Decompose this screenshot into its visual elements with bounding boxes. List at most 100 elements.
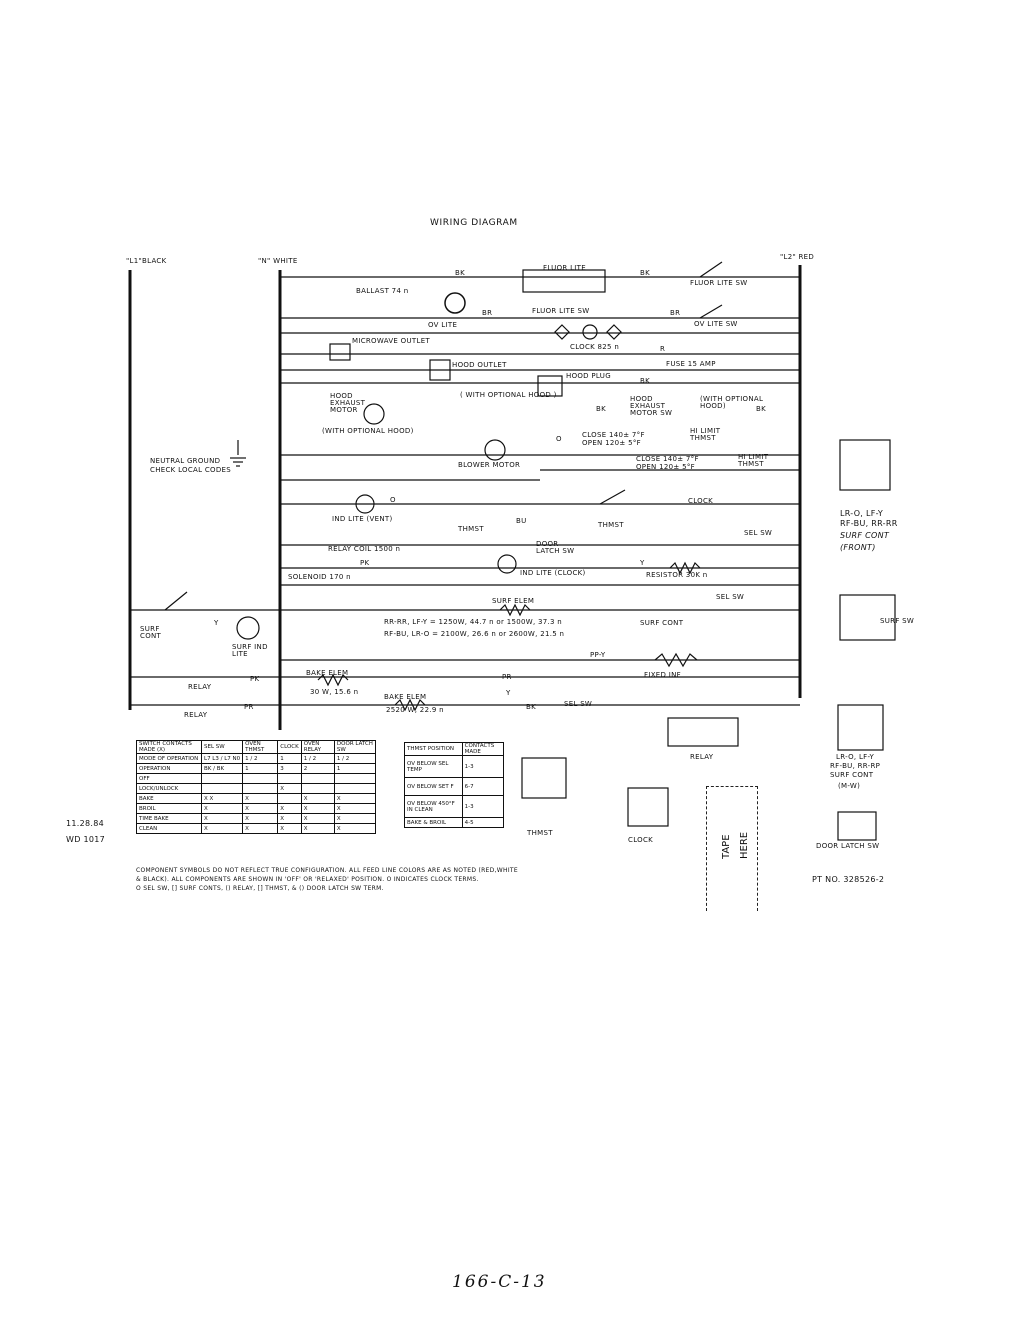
table-cell bbox=[300, 783, 335, 794]
handwritten-page-number: 166-C-13 bbox=[452, 1272, 547, 1292]
thmst-label: THMST bbox=[458, 525, 484, 533]
close-open-1-label: CLOSE 140± 7°F bbox=[582, 431, 645, 439]
surf-elem-label: SURF ELEM bbox=[492, 597, 535, 605]
wd-code-label: WD 1017 bbox=[66, 835, 106, 844]
sel-sw-3-label: SEL SW bbox=[564, 700, 593, 708]
surf-elem-zigzag bbox=[499, 603, 531, 617]
microwave-outlet-box bbox=[329, 343, 351, 361]
l2-rail-label: "L2" RED bbox=[780, 253, 815, 261]
table-header-row: SWITCH CONTACTS MADE (X) SEL SW OVEN THM… bbox=[136, 740, 377, 754]
wire-tag: PK bbox=[360, 559, 370, 567]
table-cell: BK / BK bbox=[200, 763, 244, 774]
wire-tag: PP-Y bbox=[590, 651, 606, 659]
fluor-lite-sw-label: FLUOR LITE SW bbox=[532, 307, 590, 315]
table-cell: BROIL bbox=[136, 803, 202, 814]
bake-elem-1-label: BAKE ELEM bbox=[306, 669, 349, 677]
table-cell: 2 bbox=[300, 763, 335, 774]
l1-rail-label: "L1"BLACK bbox=[126, 257, 167, 265]
ind-lite-clock-label: IND LITE (CLOCK) bbox=[520, 569, 586, 577]
table-cell: X bbox=[277, 783, 302, 794]
ind-lite-vent-symbol bbox=[355, 494, 375, 514]
close-open-1b-label: OPEN 120± 5°F bbox=[582, 439, 641, 447]
here-label: HERE bbox=[739, 831, 750, 859]
table-cell: X bbox=[277, 823, 302, 834]
hood-plug-box bbox=[537, 375, 563, 397]
table-cell bbox=[333, 783, 377, 794]
thmst-small-label: THMST bbox=[527, 829, 553, 837]
relay-detail bbox=[667, 717, 739, 747]
table-cell bbox=[242, 783, 279, 794]
table-cell: X bbox=[277, 803, 302, 814]
right-cont-d: (FRONT) bbox=[840, 543, 876, 552]
relay-1-label: RELAY bbox=[188, 683, 212, 691]
relay-small-label: RELAY bbox=[690, 753, 714, 761]
table-cell: LOCK/UNLOCK bbox=[136, 783, 202, 794]
wire-tag: O bbox=[390, 496, 396, 504]
table-cell: X bbox=[200, 823, 244, 834]
clock-motor bbox=[582, 324, 598, 340]
wire-tag: Y bbox=[214, 619, 219, 627]
relay-coil-label: RELAY COIL 1500 n bbox=[328, 545, 401, 553]
hi-limit-thmst-2-label: HI LIMIT THMST bbox=[738, 453, 769, 468]
hi-limit-thmst-1-label: HI LIMIT THMST bbox=[690, 427, 721, 442]
table-header-cell: OVEN RELAY bbox=[300, 740, 335, 754]
surf-cont-mw-detail bbox=[837, 704, 884, 751]
clock-label: CLOCK 825 n bbox=[570, 343, 620, 351]
table-header-cell: THMST POSITION bbox=[404, 742, 463, 756]
table-header-cell: OVEN THMST bbox=[242, 740, 279, 754]
hood-exhaust-motor-symbol bbox=[363, 403, 385, 425]
door-latch-sw-label: DOOR LATCH SW bbox=[536, 540, 575, 555]
note-line-3: O SEL SW, [] SURF CONTS, () RELAY, [] TH… bbox=[136, 885, 384, 892]
table-header-cell: DOOR LATCH SW bbox=[333, 740, 377, 754]
neutral-ground-label: NEUTRAL GROUND bbox=[150, 457, 221, 465]
table-cell: 1 bbox=[333, 763, 377, 774]
thmst-2-label: THMST bbox=[598, 521, 624, 529]
note-line-1: COMPONENT SYMBOLS DO NOT REFLECT TRUE CO… bbox=[136, 867, 518, 874]
surf-ind-lite-label: SURF IND LITE bbox=[232, 643, 268, 658]
wire-tag: R bbox=[660, 345, 666, 353]
tape-label: TAPE bbox=[721, 834, 732, 859]
wire-tag: BK bbox=[756, 405, 766, 413]
date-label: 11.28.84 bbox=[66, 819, 105, 828]
wire-tag: PR bbox=[502, 673, 512, 681]
table-cell bbox=[242, 773, 279, 784]
wire-tag: PK bbox=[250, 675, 260, 683]
branch-wires bbox=[130, 276, 800, 706]
table-cell: OPERATION bbox=[136, 763, 202, 774]
wire-tag: PR bbox=[244, 703, 254, 711]
right-cont2-d: (M-W) bbox=[838, 782, 861, 790]
ov-lite-label: OV LITE bbox=[428, 321, 458, 329]
resistor-label: RESISTOR 30K n bbox=[646, 571, 708, 579]
table-header-cell: CONTACTS MADE bbox=[461, 742, 505, 756]
table-cell: X bbox=[242, 793, 279, 804]
table-cell: X bbox=[242, 813, 279, 824]
blower-motor-label: BLOWER MOTOR bbox=[458, 461, 521, 469]
table-cell: X X bbox=[200, 793, 244, 804]
table-cell: TIME BAKE bbox=[136, 813, 202, 824]
table-cell: CLEAN bbox=[136, 823, 202, 834]
table-cell: X bbox=[242, 823, 279, 834]
fluor-lite-sw-right-label: FLUOR LITE SW bbox=[690, 279, 748, 287]
ind-lite-vent-label: IND LITE (VENT) bbox=[332, 515, 393, 523]
ov-lite-switch bbox=[699, 304, 723, 319]
hood-exhaust-motor-label: HOOD EXHAUST MOTOR bbox=[330, 392, 366, 414]
table-cell: MODE OF OPERATION bbox=[136, 753, 202, 764]
wire-tag: BU bbox=[516, 517, 527, 525]
table-header-cell: SEL SW bbox=[200, 740, 244, 754]
surf-cont-front-detail bbox=[839, 439, 891, 491]
clock-switch-label: CLOCK bbox=[688, 497, 714, 505]
surf-ind-lite-symbol bbox=[236, 616, 260, 640]
right-cont-a: LR-O, LF-Y bbox=[840, 509, 884, 518]
wire-tag: Y bbox=[640, 559, 645, 567]
thmst-detail bbox=[521, 757, 567, 799]
right-cont2-c: SURF CONT bbox=[830, 771, 874, 779]
table-cell: X bbox=[200, 803, 244, 814]
